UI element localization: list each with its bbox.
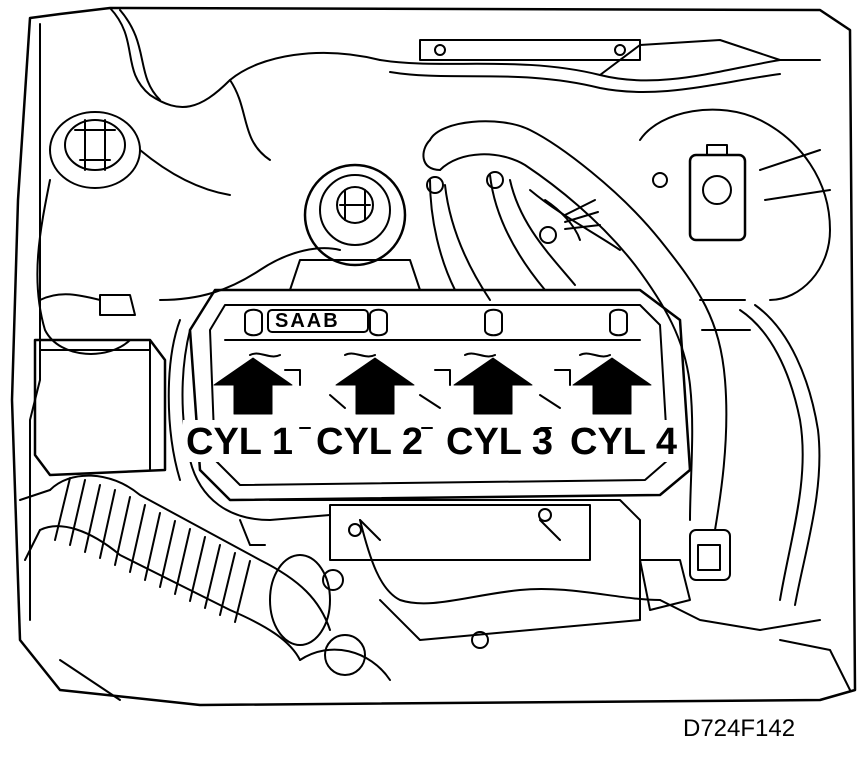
arrow-cyl-1: [213, 357, 293, 415]
lower-block: [269, 499, 661, 681]
intake-pipe: [422, 120, 751, 581]
saab-badge-text: SAAB: [275, 310, 340, 332]
top-hoses: [109, 7, 821, 161]
coolant-reservoir: [36, 111, 231, 355]
label-band: [183, 420, 683, 462]
fuse-box: [33, 338, 167, 477]
cylinder-arrows: [213, 357, 652, 415]
cyl-1-label: CYL 1: [186, 421, 294, 463]
cyl-2-label: CYL 2: [316, 421, 424, 463]
arrow-cyl-3: [453, 357, 533, 415]
cyl-4-label: CYL 4: [570, 421, 678, 463]
cyl-3-label: CYL 3: [446, 421, 554, 463]
right-hoses: [639, 304, 851, 691]
ignition-leads: [426, 171, 621, 301]
distributor-cap: [289, 163, 421, 291]
bay-frame: [10, 6, 857, 707]
figure-code: D724F142: [683, 715, 796, 742]
air-intake-hose: [19, 474, 344, 661]
arrow-cyl-4: [572, 357, 652, 415]
arrow-cyl-2: [335, 357, 415, 415]
brake-booster: [639, 108, 831, 301]
valve-cover: [188, 288, 692, 502]
left-wiring: [39, 247, 341, 546]
